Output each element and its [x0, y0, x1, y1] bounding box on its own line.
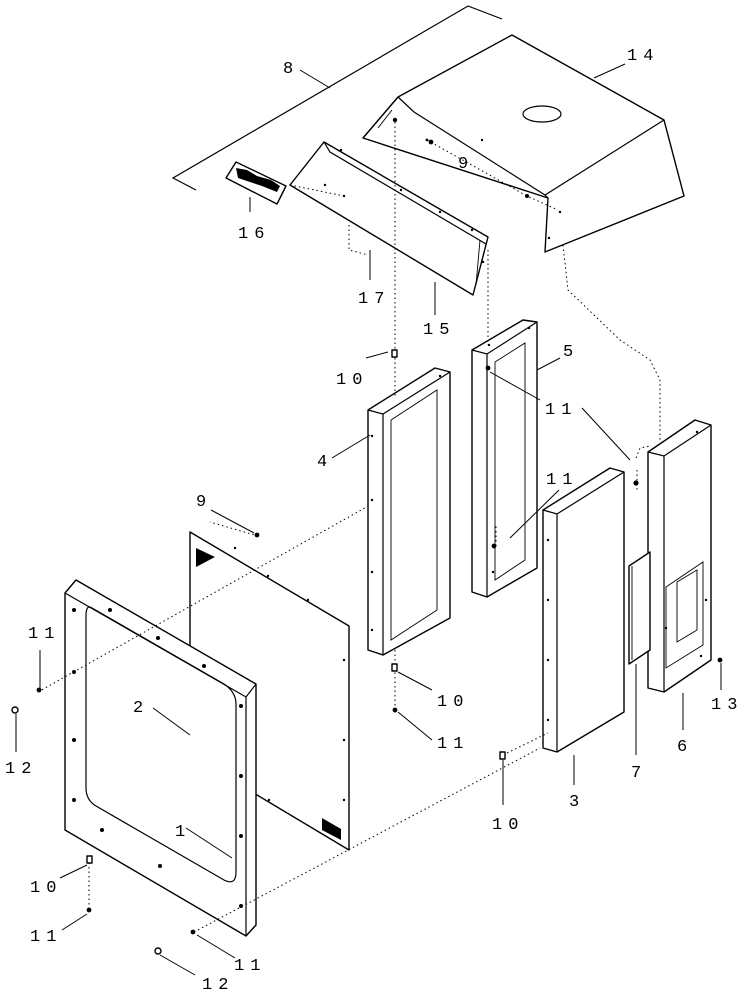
callout-17: 17	[358, 290, 390, 309]
callout-3: 3	[569, 793, 585, 812]
callout-15: 15	[423, 321, 455, 340]
callout-5: 5	[563, 343, 579, 362]
part-7-plate	[628, 551, 651, 665]
part-16-decal	[225, 161, 287, 212]
part-15-front-cover	[289, 141, 489, 296]
callout-13: 13	[711, 696, 740, 715]
part-1-front-frame	[64, 579, 257, 937]
callouts: 8 14 9 16 17 15 10 5 11 4 11 9 11 2 10 1…	[5, 47, 740, 995]
callout-11-right-upper: 11	[545, 401, 577, 420]
part-4-left-frame	[367, 367, 451, 656]
part-3-tall-panel	[542, 467, 625, 753]
callout-12-left: 12	[5, 760, 37, 779]
callout-7: 7	[631, 764, 647, 783]
callout-12-bottom: 12	[202, 976, 234, 995]
callout-2: 2	[133, 699, 149, 718]
callout-9-top: 9	[458, 155, 474, 174]
part-6-side-panel	[647, 419, 712, 693]
callout-10-top: 10	[336, 371, 368, 390]
callout-14: 14	[627, 47, 659, 66]
assembly-lines	[37, 122, 661, 933]
callout-11-left: 11	[28, 625, 60, 644]
callout-11-bottom-left: 11	[30, 928, 62, 947]
callout-11-mid: 11	[437, 735, 469, 754]
callout-8: 8	[283, 60, 299, 79]
part-14-roof-cover	[362, 34, 685, 253]
part-5-right-frame	[471, 319, 538, 598]
callout-10-left: 10	[30, 879, 62, 898]
callout-6: 6	[677, 738, 693, 757]
hardware	[11, 139, 723, 955]
callout-1: 1	[175, 823, 191, 842]
callout-10-mid: 10	[437, 693, 469, 712]
callout-10-bottom: 10	[492, 816, 524, 835]
callout-11-right-mid: 11	[546, 471, 578, 490]
callout-4: 4	[317, 453, 333, 472]
callout-9-left: 9	[196, 493, 212, 512]
part-8-plate	[171, 5, 503, 191]
callout-11-bottom: 11	[234, 957, 266, 976]
leader-lines	[15, 63, 722, 976]
callout-16: 16	[238, 225, 270, 244]
